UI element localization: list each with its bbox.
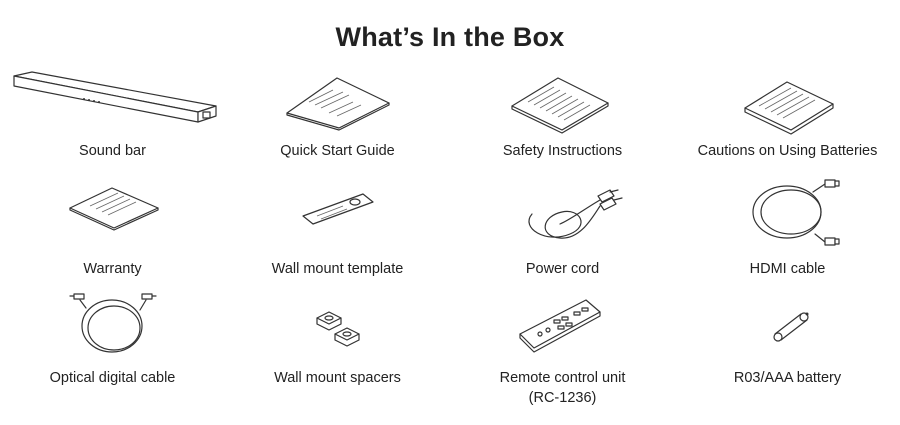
item-label: Wall mount template [271,261,404,277]
item-label: Wall mount spacers [274,370,401,386]
item-label: HDMI cable [749,261,826,277]
item-label: Quick Start Guide [280,143,395,159]
sound-bar-icon [13,71,217,123]
page-title: What’s In the Box [335,22,565,52]
item-sound-bar: Sound bar [0,68,225,168]
item-power-cord: Power cord [450,178,675,278]
optical-cable-icon [69,293,157,353]
item-wall-mount-spacers: Wall mount spacers [225,290,450,400]
item-wall-mount-template: Wall mount template [225,178,450,278]
warranty-icon [69,187,159,231]
cautions-booklet-icon [744,81,834,135]
item-safety-instructions: Safety Instructions [450,68,675,168]
item-optical-digital-cable: Optical digital cable [0,290,225,400]
item-hdmi-cable: HDMI cable [675,178,900,278]
item-label: Cautions on Using Batteries [697,143,878,159]
battery-icon [773,312,809,342]
hdmi-cable-icon [752,179,840,246]
item-label: R03/AAA battery [733,370,842,386]
wall-mount-template-icon [302,193,374,225]
item-r03-aaa-battery: R03/AAA battery [675,290,900,400]
wall-mount-spacers-icon [316,311,360,347]
item-warranty: Warranty [0,178,225,278]
item-quick-start-guide: Quick Start Guide [225,68,450,168]
item-label: Warranty [83,261,142,277]
item-label: Optical digital cable [49,370,176,386]
item-remote-control-unit: Remote control unit (RC-1236) [450,290,675,410]
safety-instructions-icon [511,77,609,134]
quick-start-guide-icon [286,77,390,131]
item-label: Power cord [525,261,600,277]
remote-control-icon [519,299,601,353]
power-cord-icon [528,189,623,239]
item-label: Safety Instructions [502,143,623,159]
item-label-model: (RC-1236) [528,390,597,406]
item-label: Remote control unit [499,370,626,386]
item-label: Sound bar [79,143,146,159]
item-cautions-on-using-batteries: Cautions on Using Batteries [675,68,900,168]
